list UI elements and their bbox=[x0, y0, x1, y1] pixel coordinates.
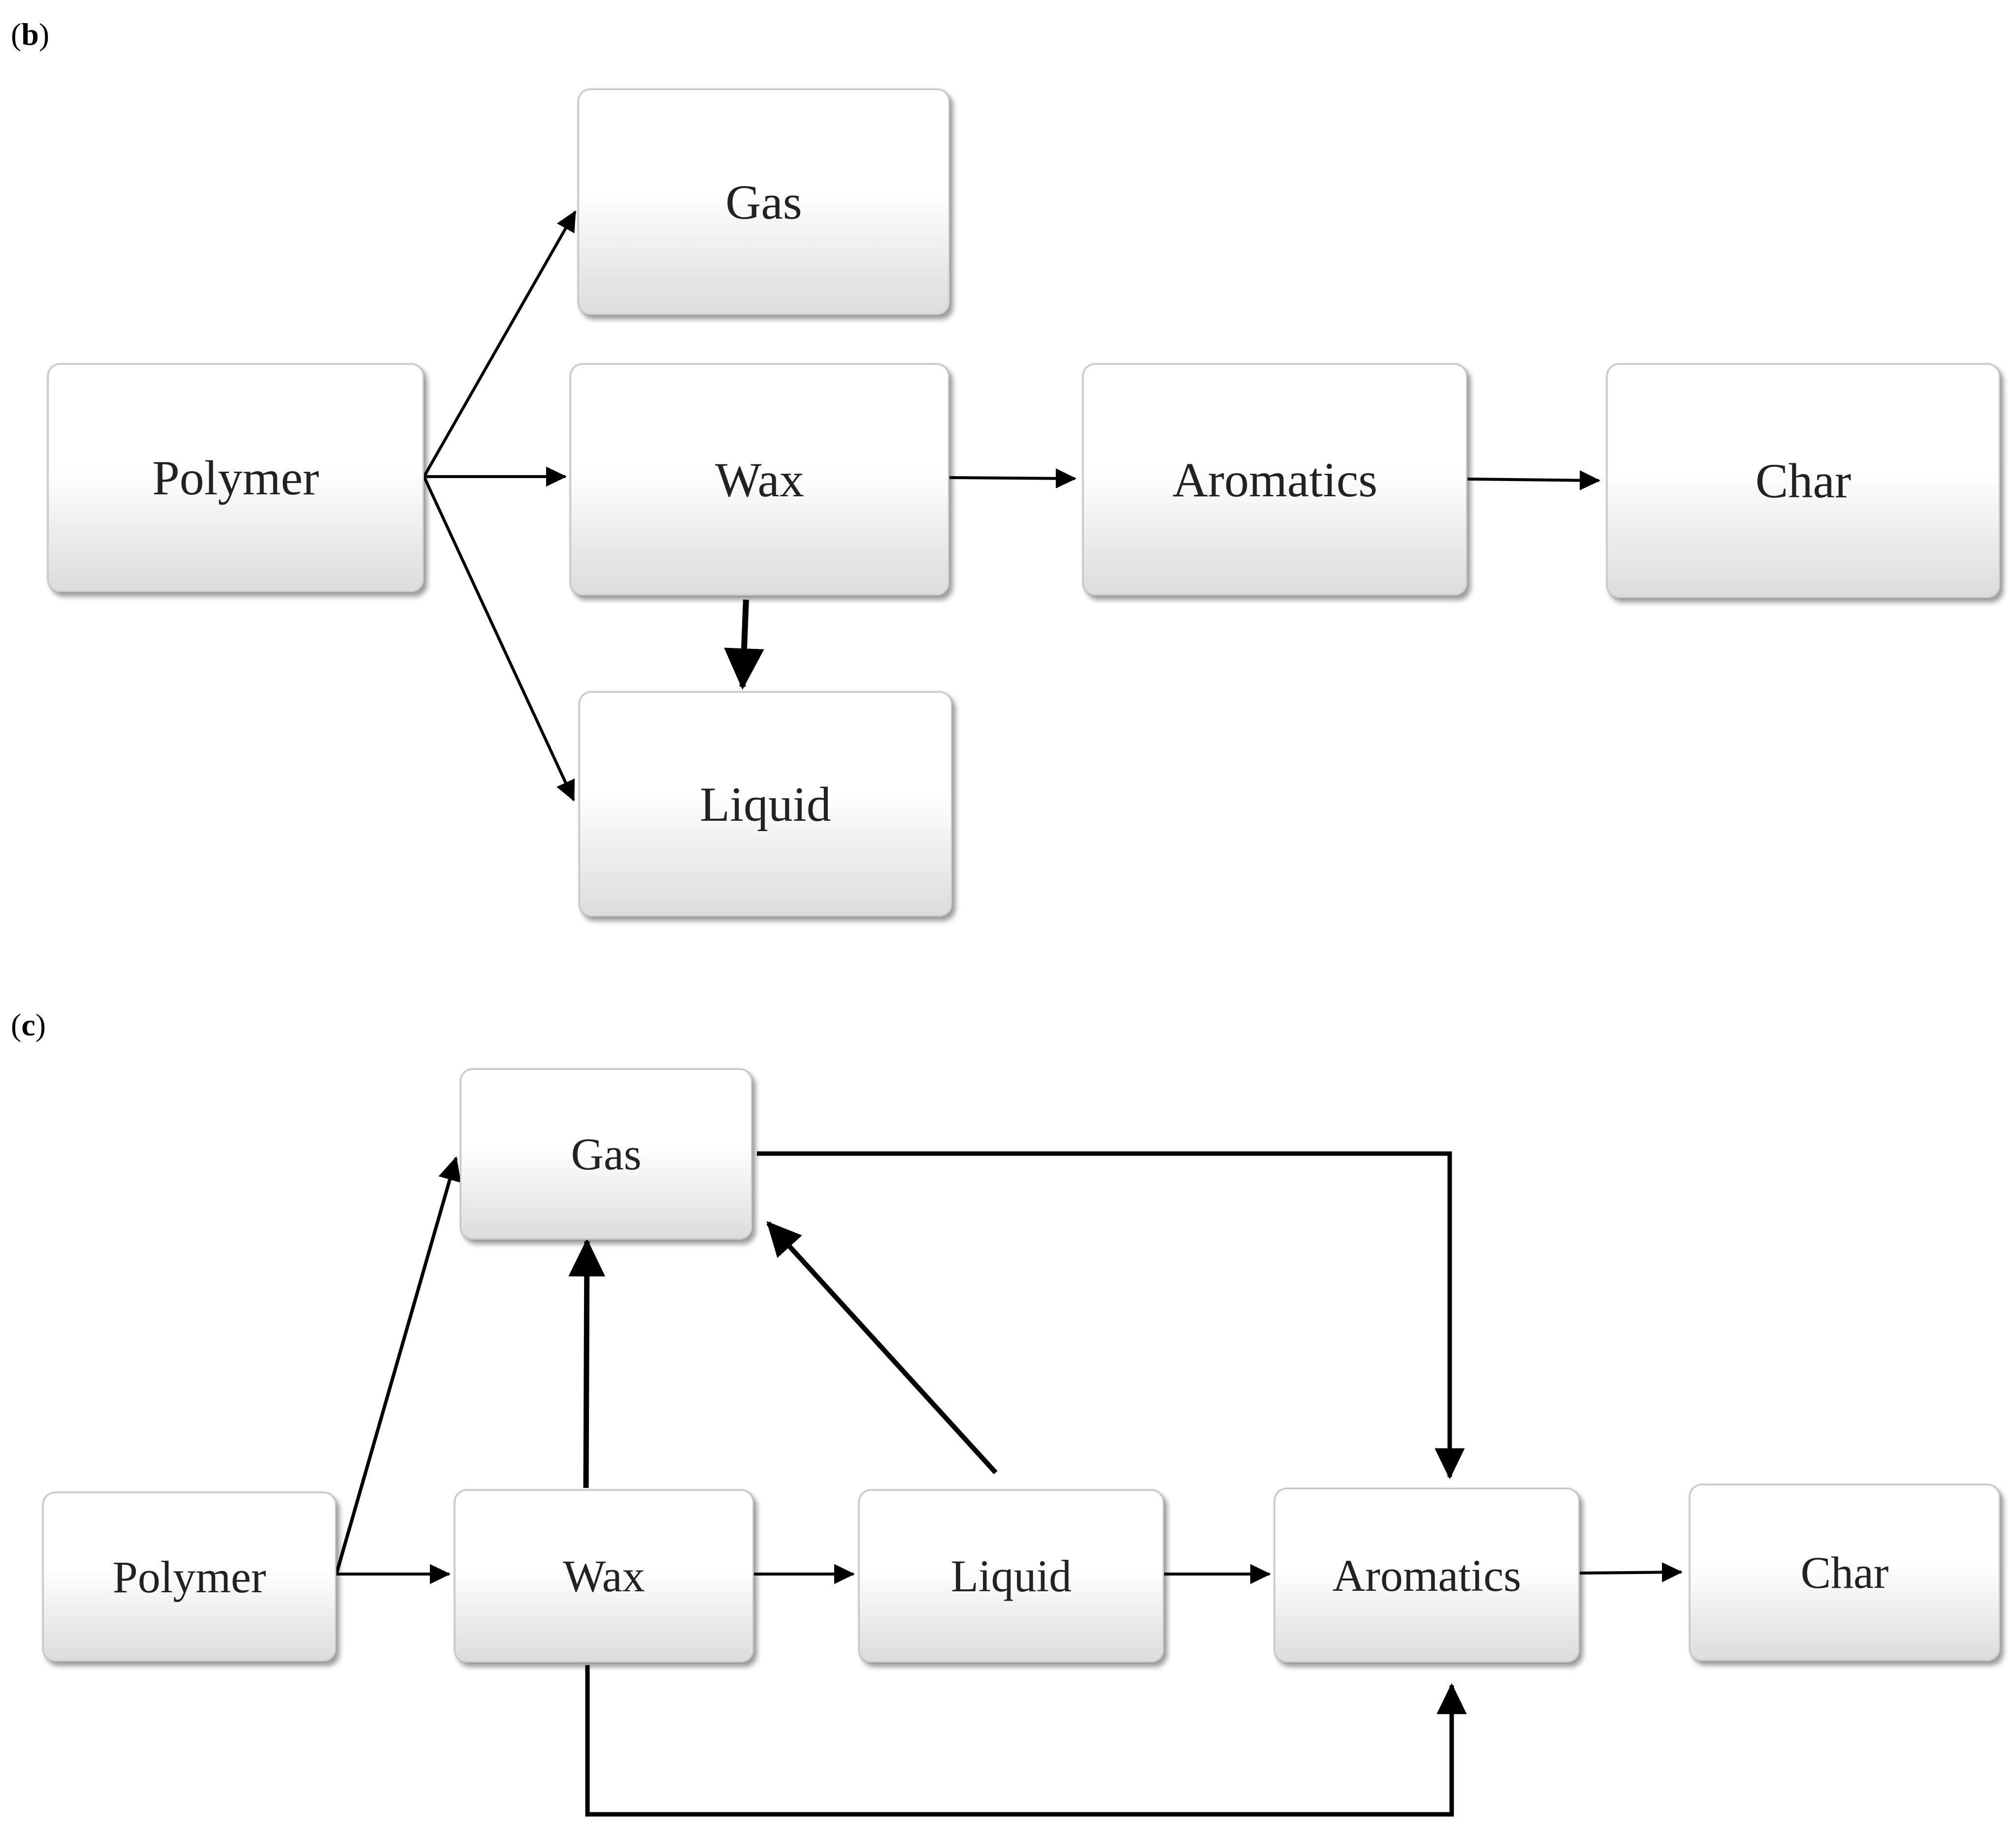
panel-b-node-wax-label: Wax bbox=[715, 452, 804, 507]
panel-c-node-char: Char bbox=[1689, 1484, 2000, 1661]
panel-b-label-open: ( bbox=[11, 17, 22, 52]
panel-b-edge-wax-liquid bbox=[724, 599, 764, 690]
panel-b-node-liquid: Liquid bbox=[579, 691, 952, 917]
panel-c-edge-wax-gas bbox=[568, 1238, 606, 1488]
panel-c-node-gas-label: Gas bbox=[571, 1129, 642, 1179]
panel-c-label-close: ) bbox=[35, 1007, 46, 1042]
panel-b-node-wax: Wax bbox=[570, 363, 949, 596]
panel-b-edge-polymer-liquid bbox=[423, 476, 575, 802]
panel-b-node-char-label: Char bbox=[1755, 453, 1852, 508]
panel-c-node-polymer: Polymer bbox=[42, 1492, 336, 1662]
panel-b-label-close: ) bbox=[38, 17, 50, 52]
panel-b-node-gas: Gas bbox=[578, 89, 950, 315]
panel-c-node-gas: Gas bbox=[460, 1068, 752, 1240]
panel-c-edge-wax-aromatics bbox=[585, 1665, 1467, 1817]
panel-b-edge-wax-aromatics bbox=[949, 468, 1076, 489]
panel-b-node-aromatics: Aromatics bbox=[1082, 363, 1467, 596]
panel-c-node-wax: Wax bbox=[454, 1489, 754, 1663]
panel-c-edge-aromatics-char bbox=[1579, 1562, 1683, 1582]
panel-b-node-liquid-label: Liquid bbox=[700, 776, 831, 832]
panel-b-node-char: Char bbox=[1606, 363, 2000, 598]
panel-c-edge-polymer-gas bbox=[334, 1156, 461, 1575]
panel-c-edge-gas-aromatics bbox=[757, 1151, 1465, 1480]
panel-c-node-char-label: Char bbox=[1800, 1547, 1889, 1598]
panel-c-label-open: ( bbox=[11, 1007, 22, 1042]
panel-b-edge-aromatics-char bbox=[1467, 470, 1600, 490]
panel-b-label: (b) bbox=[11, 19, 49, 50]
panel-b-label-letter: b bbox=[21, 17, 39, 52]
panel-b-node-gas-label: Gas bbox=[725, 174, 802, 229]
panel-c-node-liquid-label: Liquid bbox=[950, 1551, 1072, 1601]
panel-c-node-polymer-label: Polymer bbox=[112, 1551, 266, 1602]
panel-c-edges bbox=[334, 1151, 1683, 1817]
panel-c-node-aromatics: Aromatics bbox=[1274, 1488, 1580, 1663]
panel-c-node-wax-label: Wax bbox=[563, 1551, 645, 1601]
panel-c-node-liquid: Liquid bbox=[858, 1489, 1164, 1663]
panel-c-node-aromatics-label: Aromatics bbox=[1332, 1550, 1522, 1601]
panel-b-node-polymer-label: Polymer bbox=[152, 451, 319, 505]
panel-b-node-aromatics-label: Aromatics bbox=[1172, 452, 1378, 507]
panel-c-label: (c) bbox=[11, 1009, 46, 1041]
panel-b-edge-polymer-gas bbox=[423, 210, 577, 478]
panel-c-label-letter: c bbox=[21, 1007, 35, 1042]
panel-b-node-polymer: Polymer bbox=[47, 363, 424, 592]
panel-c-edge-liquid-gas bbox=[766, 1221, 998, 1475]
